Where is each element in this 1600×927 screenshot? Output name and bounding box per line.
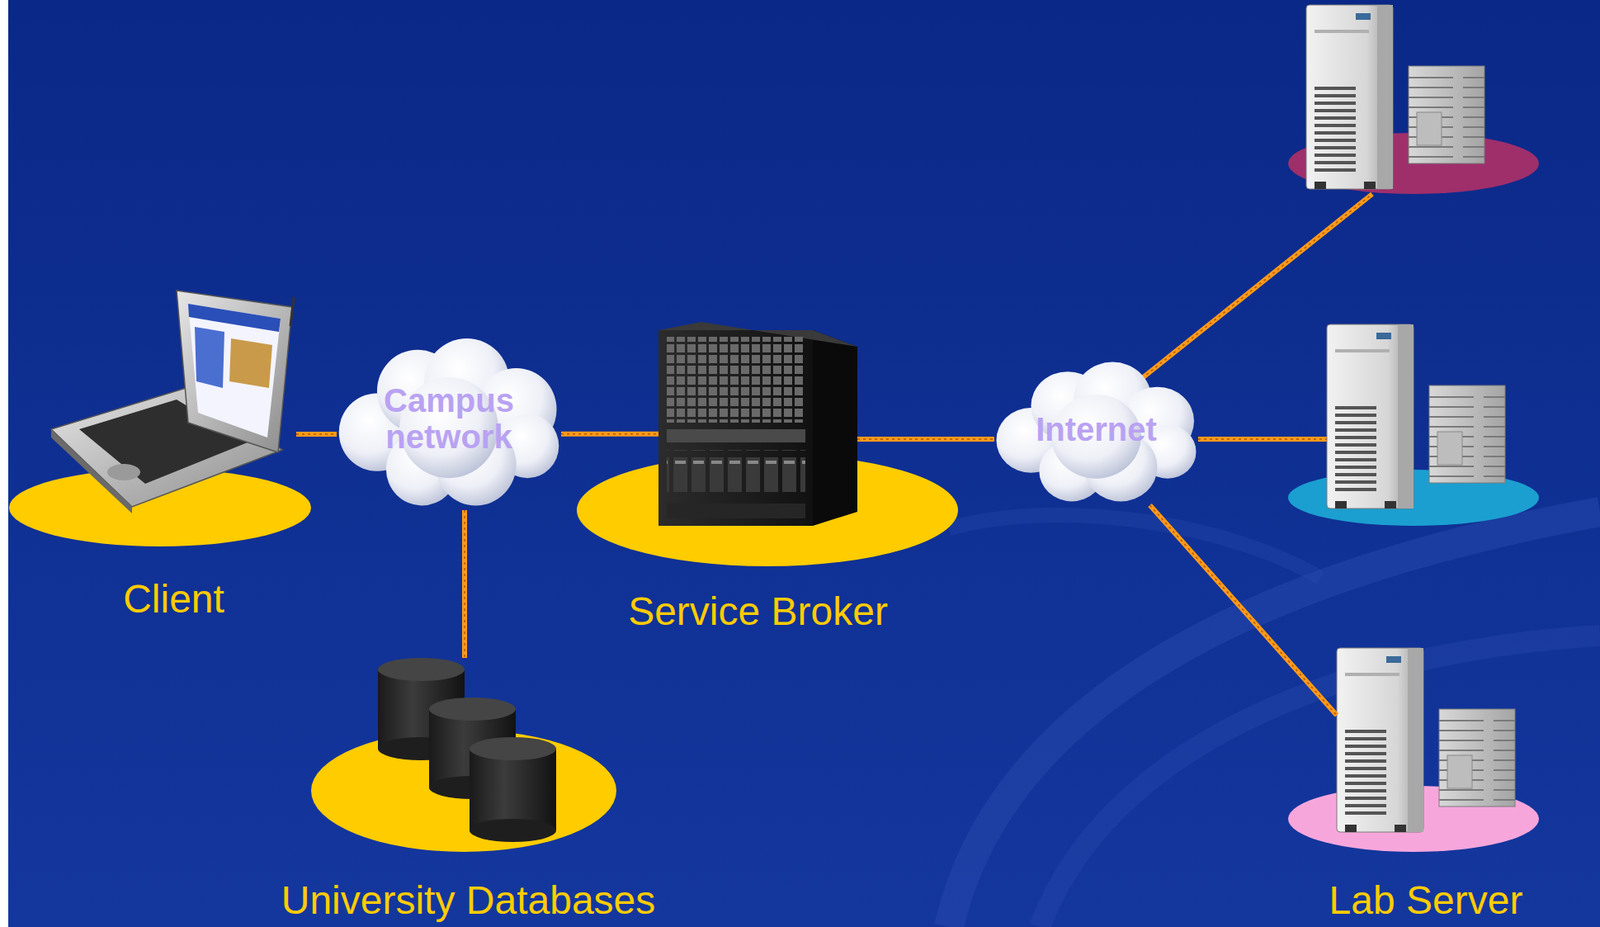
link-dash (1150, 505, 1337, 716)
broker-server-icon-part (666, 429, 806, 443)
link-dash (463, 509, 466, 658)
database-cylinders-part (469, 736, 557, 760)
network-cloud (339, 338, 1197, 506)
broker-server-icon-part (666, 449, 806, 498)
database-cylinders (377, 657, 557, 842)
platform-ellipses (9, 132, 1539, 852)
laptop-icon-part (188, 303, 281, 438)
network-cloud-part (995, 362, 1196, 502)
background-swoosh-part (948, 511, 1600, 927)
cloud-label: Campus network (362, 382, 536, 455)
database-cylinders-part (469, 748, 557, 831)
network-link (1150, 505, 1337, 716)
broker-server-icon-part (666, 336, 806, 423)
network-line-part (1198, 438, 1327, 440)
network-link (464, 509, 466, 658)
network-link (296, 433, 337, 435)
link-dash (561, 433, 659, 435)
database-cylinders-part (377, 657, 465, 681)
broker-server-icon (658, 321, 858, 526)
network-link (857, 438, 995, 440)
database-node: University Databases (375, 657, 562, 842)
link-line (561, 431, 659, 437)
laptop-icon-part (188, 303, 281, 332)
node-label: Client (122, 577, 225, 622)
database-cylinders-part (469, 818, 557, 842)
link-line (857, 436, 995, 442)
laptop-icon-part (176, 290, 293, 453)
broker-server-icon-part (666, 503, 806, 519)
link-line (462, 509, 468, 658)
link-line (1150, 505, 1337, 716)
network-cloud-part (339, 338, 560, 506)
lab-server-icon-part (1336, 647, 1516, 832)
network-line-part (1198, 436, 1327, 442)
lab-server-icon-part (1306, 4, 1485, 189)
laptop-icon (51, 290, 294, 514)
node-label: University Databases (281, 878, 657, 923)
network-cloud-part (339, 338, 560, 506)
lab-server-node: Lab Server (1336, 647, 1516, 832)
link-line (296, 431, 337, 437)
cloud-label: Internet (1035, 410, 1157, 448)
broker-server-icon-part (658, 330, 813, 526)
network-cloud-node: Internet (994, 352, 1199, 506)
network-cloud-node: Campus network (336, 326, 562, 510)
background-swoosh-part (948, 514, 1321, 578)
link-dash (857, 438, 995, 440)
broker-node: Service Broker (658, 321, 858, 526)
laptop-icon-part (194, 326, 225, 388)
background-swoosh-part (1039, 635, 1600, 927)
node-label: Lab Server (1329, 878, 1524, 923)
client-node: Client (51, 285, 297, 510)
network-link (561, 433, 659, 435)
broker-server-icon-part (812, 330, 858, 526)
node-label: Service Broker (627, 589, 888, 634)
laptop-icon-part (107, 463, 141, 481)
network-cloud-part (995, 362, 1196, 502)
background-swoosh (948, 511, 1600, 927)
lab-server-icon-part (1326, 324, 1506, 509)
lab-server-icon (1306, 4, 1516, 832)
laptop-icon-part (229, 338, 273, 388)
database-cylinders-part (429, 697, 516, 721)
laptop-icon-part (290, 297, 294, 326)
link-dash (296, 433, 337, 435)
edge-strip (0, 0, 9, 927)
